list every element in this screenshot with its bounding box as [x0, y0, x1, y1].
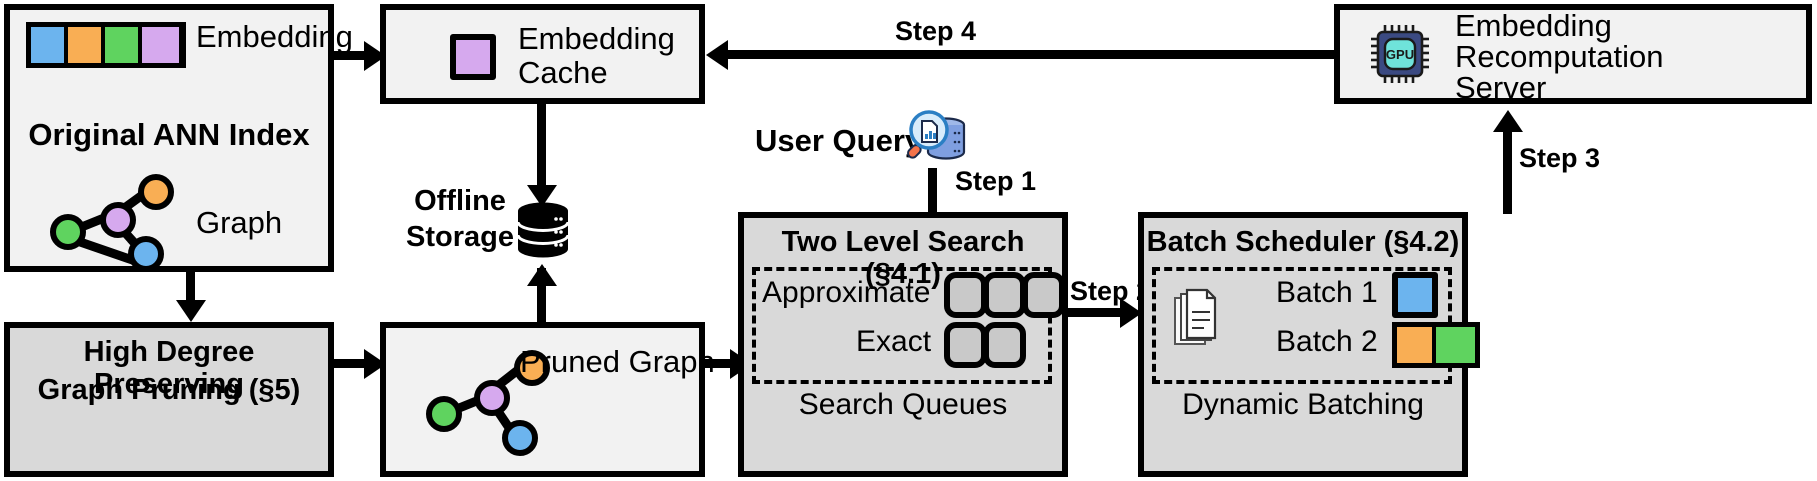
arrow-index-to-pruning-head — [176, 300, 206, 322]
recomputation-server-line2: Recomputation — [1455, 39, 1664, 74]
exact-queue-slot[interactable] — [983, 322, 1026, 368]
approximate-row-label: Approximate — [762, 276, 931, 309]
database-cylinder-icon — [516, 202, 570, 258]
graph-pruning-box — [4, 322, 334, 477]
batch-1-swatch-blue — [1392, 272, 1438, 318]
original-ann-index-title: Original ANN Index — [28, 117, 310, 152]
arrow-prunedgraph-to-storage-line — [537, 268, 546, 324]
embedding-cache-box — [380, 4, 705, 104]
graph-node-green — [50, 214, 86, 250]
batch-2-swatch-green — [1436, 327, 1475, 363]
arrow-step4-head — [706, 40, 728, 70]
batch-2-swatch-strip — [1392, 322, 1480, 368]
embedding-label: Embedding — [196, 19, 353, 54]
graph-node-orange — [138, 174, 174, 210]
batch-1-label: Batch 1 — [1276, 276, 1378, 309]
exact-row-label: Exact — [856, 325, 932, 358]
batch-2-label: Batch 2 — [1276, 325, 1378, 358]
recomputation-server-line1: Embedding — [1455, 8, 1612, 43]
arrow-step4-label: Step 4 — [895, 16, 977, 46]
offline-storage-line2: Storage — [406, 221, 514, 253]
arrow-step3-head — [1493, 110, 1523, 132]
arrow-step2-head — [1120, 298, 1142, 328]
arrow-index-to-pruning-line — [186, 272, 195, 308]
pruned-graph-box — [380, 322, 705, 477]
graph-node-blue — [502, 420, 538, 456]
graph-node-purple — [474, 380, 510, 416]
approximate-queue-slot[interactable] — [944, 272, 987, 318]
graph-label: Graph — [196, 205, 283, 240]
dynamic-batching-footer: Dynamic Batching — [1182, 388, 1424, 421]
arrow-step1-label: Step 1 — [955, 166, 1037, 196]
graph-node-blue — [128, 236, 164, 272]
pruned-graph-glyph — [412, 346, 550, 456]
arrow-prunedgraph-to-search-line — [705, 359, 738, 368]
arrow-step3-label: Step 3 — [1519, 143, 1601, 173]
arrow-step2-line — [1068, 308, 1132, 317]
embedding-cell-blue — [31, 27, 68, 63]
graph-node-orange — [514, 350, 550, 386]
svg-text:GPU: GPU — [1386, 47, 1414, 62]
approximate-queue-slot[interactable] — [983, 272, 1026, 318]
embedding-cell-purple — [142, 27, 179, 63]
batch-2-swatch-orange — [1397, 327, 1437, 363]
gpu-chip-icon: GPU — [1368, 22, 1432, 86]
arrow-step1-line — [928, 168, 937, 246]
embedding-strip — [26, 22, 186, 68]
documents-stack-icon — [1172, 288, 1224, 350]
exact-queue-slot[interactable] — [944, 322, 987, 368]
embedding-cache-swatch — [450, 34, 496, 80]
pruned-graph-label: Pruned Graph — [520, 344, 715, 379]
recomputation-server-line3: Server — [1455, 70, 1547, 105]
embedding-cell-orange — [68, 27, 105, 63]
batch-scheduler-title: Batch Scheduler (§4.2) — [1146, 226, 1460, 258]
arrow-index-to-cache-line — [334, 51, 372, 60]
search-document-database-icon — [905, 103, 971, 169]
embedding-cache-line2: Cache — [518, 55, 608, 90]
approximate-queue-slot[interactable] — [1022, 272, 1065, 318]
user-query-label: User Query — [755, 123, 923, 158]
original-graph-glyph — [40, 168, 180, 272]
offline-storage-line1: Offline — [414, 185, 506, 217]
arrow-step4-line — [728, 50, 1334, 59]
two-level-search-title: Two Level Search (§4.1) — [781, 226, 1025, 291]
arrow-cache-to-storage-line — [537, 104, 546, 192]
arrow-prunedgraph-to-storage-head — [527, 264, 557, 286]
search-queues-footer: Search Queues — [798, 388, 1008, 421]
arrow-pruning-to-prunedgraph-line — [334, 359, 372, 368]
search-queues-dashed-region — [752, 267, 1052, 384]
arrow-cache-to-storage-head — [527, 185, 557, 207]
embedding-cache-line1: Embedding — [518, 21, 675, 56]
graph-node-green — [426, 396, 462, 432]
arrow-step3-line — [1503, 118, 1512, 214]
embedding-cell-green — [105, 27, 142, 63]
graph-node-purple — [100, 202, 136, 238]
graph-pruning-line1: High Degree Preserving — [83, 336, 255, 401]
graph-pruning-line2: Graph Pruning (§5) — [37, 374, 301, 406]
